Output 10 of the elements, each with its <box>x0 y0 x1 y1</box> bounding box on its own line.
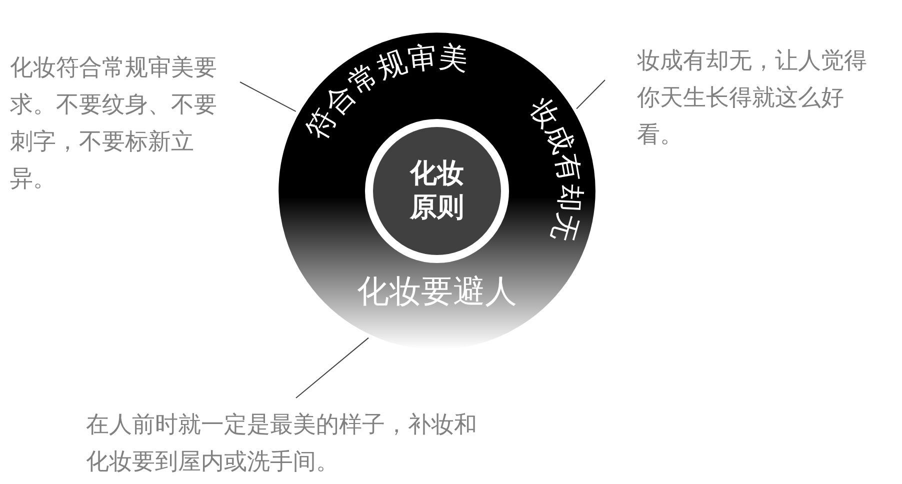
center-title: 化妆原则 <box>409 157 465 225</box>
leader-line <box>296 337 370 398</box>
annotation-text: 化妆符合常规审美要求。不要纹身、不要刺字，不要标新立异。 <box>10 50 222 198</box>
segment-label: 妆成有却无 <box>524 92 588 246</box>
annotation-text: 在人前时就一定是最美的样子，补妆和化妆要到屋内或洗手间。 <box>86 407 486 481</box>
annotation-text: 妆成有却无，让人觉得你天生长得就这么好看。 <box>637 43 875 154</box>
leader-line <box>576 80 606 110</box>
leader-line <box>240 82 296 112</box>
segment-label: 化妆要避人 <box>356 271 518 312</box>
segment-label: 符合常规审美 <box>298 39 470 146</box>
